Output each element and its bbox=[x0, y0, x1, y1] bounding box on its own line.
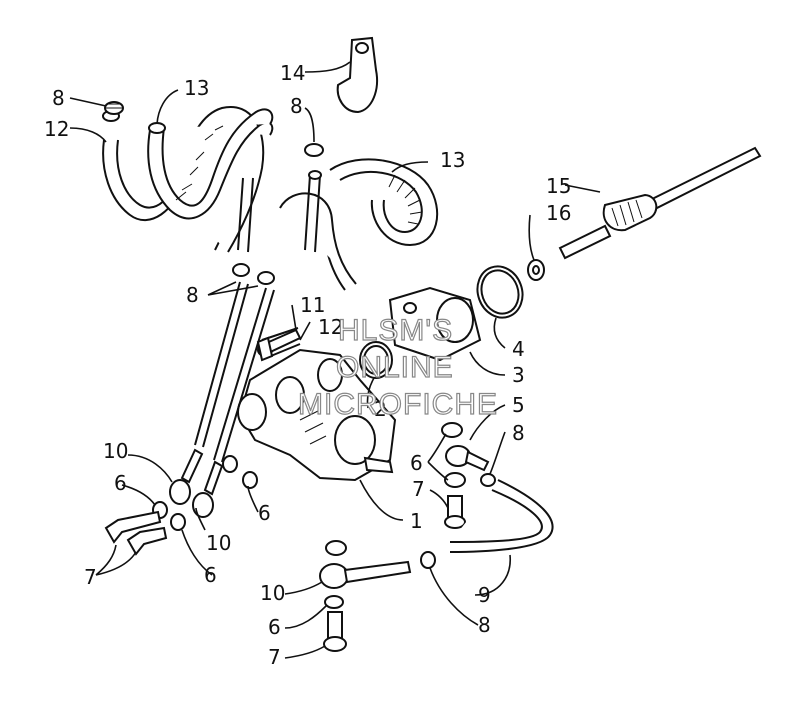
clamp-8-right bbox=[480, 473, 496, 487]
washers-6-left bbox=[152, 455, 258, 531]
callout-1: 1 bbox=[410, 509, 423, 533]
callout-8: 8 bbox=[52, 86, 65, 110]
watermark: HLSM'S ONLINE MICROFICHE bbox=[297, 313, 498, 421]
callout-6: 6 bbox=[258, 501, 271, 525]
bracket-14 bbox=[336, 36, 378, 114]
o-ring-2 bbox=[359, 341, 393, 379]
callout-16: 16 bbox=[546, 201, 571, 225]
callout-10: 10 bbox=[260, 581, 285, 605]
callout-6: 6 bbox=[268, 615, 281, 639]
watermark-line-3: MICROFICHE bbox=[298, 388, 498, 421]
callout-5: 5 bbox=[512, 393, 525, 417]
banjo-10-bottom bbox=[319, 560, 412, 589]
callout-3: 3 bbox=[512, 363, 525, 387]
banjo-5 bbox=[445, 445, 490, 472]
callout-9: 9 bbox=[478, 583, 491, 607]
callout-8: 8 bbox=[290, 94, 303, 118]
washer-16 bbox=[527, 259, 545, 281]
callout-13: 13 bbox=[440, 148, 465, 172]
callout-8: 8 bbox=[512, 421, 525, 445]
watermark-line-2: ONLINE bbox=[336, 351, 454, 384]
clamp-8-top-left bbox=[104, 101, 124, 115]
oil-lines-left bbox=[169, 263, 275, 518]
watermark-line-1: HLSM'S bbox=[338, 314, 453, 347]
callout-12: 12 bbox=[318, 315, 343, 339]
drive-cable-15 bbox=[558, 146, 762, 260]
callout-6: 6 bbox=[204, 563, 217, 587]
callout-10: 10 bbox=[206, 531, 231, 555]
callout-6: 6 bbox=[114, 471, 127, 495]
callout-6: 6 bbox=[410, 451, 423, 475]
housing-3 bbox=[388, 286, 482, 362]
hose-assembly-center bbox=[237, 143, 439, 291]
callout-4: 4 bbox=[512, 337, 525, 361]
callout-7: 7 bbox=[268, 645, 281, 669]
callout-2: 2 bbox=[374, 397, 387, 421]
callout-10: 10 bbox=[103, 439, 128, 463]
callout-8: 8 bbox=[478, 613, 491, 637]
bolt-7-bottom bbox=[323, 611, 347, 652]
callout-15: 15 bbox=[546, 174, 571, 198]
pump-body-1 bbox=[237, 327, 397, 482]
washers-6-right bbox=[441, 422, 466, 488]
callout-12: 12 bbox=[44, 117, 69, 141]
callout-7: 7 bbox=[84, 565, 97, 589]
clamp-8-bottom bbox=[420, 551, 436, 569]
callout-7: 7 bbox=[412, 477, 425, 501]
bolts-7-left bbox=[104, 510, 168, 556]
bolt-11 bbox=[256, 328, 302, 362]
o-ring-4 bbox=[476, 265, 524, 319]
washer-6-bottom-center bbox=[325, 540, 347, 556]
hose-9 bbox=[449, 479, 554, 553]
callout-8: 8 bbox=[186, 283, 199, 307]
callout-13: 13 bbox=[184, 76, 209, 100]
callout-labels: 8 12 13 14 8 13 15 16 8 11 12 4 3 2 5 10… bbox=[44, 61, 571, 669]
bolt-7-right bbox=[444, 495, 466, 529]
callout-14: 14 bbox=[280, 61, 305, 85]
leader-lines bbox=[69, 61, 601, 659]
hose-assembly-left bbox=[102, 105, 274, 253]
washer-6-bottom bbox=[324, 595, 344, 609]
callout-11: 11 bbox=[300, 293, 325, 317]
